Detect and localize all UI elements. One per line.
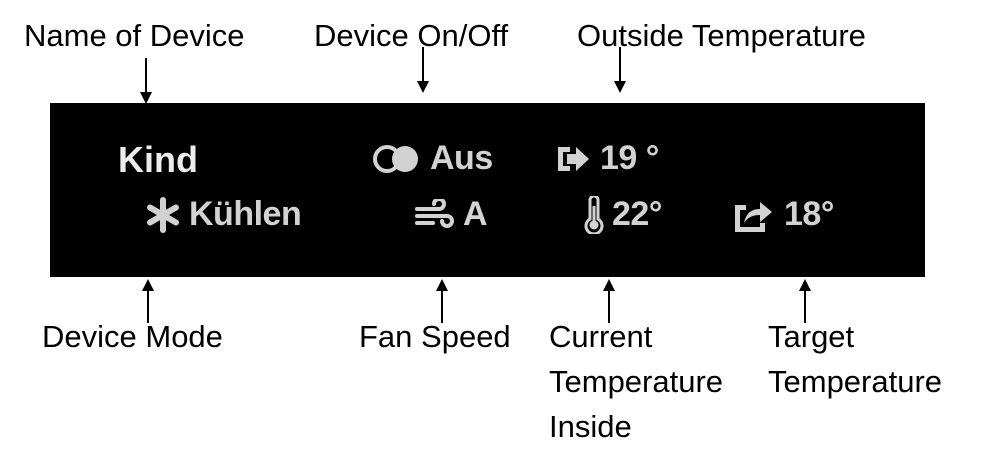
arrow-down-icon (417, 47, 429, 93)
device-card[interactable]: Kind Aus 19 ° (50, 103, 925, 277)
arrow-up-icon (436, 279, 448, 323)
annotation-fan-speed: Fan Speed (359, 319, 511, 354)
outside-temperature: 19 ° (554, 139, 659, 178)
annotation-current-temperature-line-1: Current (549, 319, 653, 354)
fan-wind-icon (415, 198, 455, 231)
thermometer-icon (584, 195, 604, 234)
power-toggle[interactable]: Aus (372, 139, 493, 178)
arrow-down-icon (140, 58, 152, 104)
arrow-up-icon (603, 279, 615, 323)
outside-temperature-text: 19 ° (600, 139, 659, 177)
annotation-name-of-device: Name of Device (24, 18, 245, 53)
annotation-current-temperature-line-2: Temperature (549, 364, 724, 399)
share-arrow-icon (732, 197, 776, 233)
snowflake-icon (145, 196, 181, 233)
annotation-target-temperature-line-1: Target (768, 319, 855, 354)
arrow-right-box-icon (554, 144, 592, 174)
annotation-device-on-off: Device On/Off (314, 18, 509, 53)
device-name-text: Kind (118, 139, 198, 180)
annotation-target-temperature-line-2: Temperature (768, 364, 943, 399)
inside-temperature: 22° (584, 195, 662, 234)
arrow-down-icon (614, 47, 626, 93)
device-name: Kind (118, 139, 198, 181)
arrow-up-icon (799, 279, 811, 323)
inside-temperature-text: 22° (612, 195, 662, 233)
toggle-icon (372, 144, 422, 174)
fan-speed[interactable]: A (415, 195, 488, 234)
device-mode[interactable]: Kühlen (145, 195, 302, 234)
annotation-device-mode: Device Mode (42, 319, 223, 354)
annotation-current-temperature-line-3: Inside (549, 409, 632, 444)
target-temperature-text: 18° (784, 195, 834, 233)
fan-speed-text: A (463, 195, 488, 233)
arrow-up-icon (142, 279, 154, 323)
annotation-outside-temperature: Outside Temperature (577, 18, 866, 53)
device-mode-text: Kühlen (189, 195, 302, 233)
target-temperature[interactable]: 18° (732, 195, 834, 234)
power-state-text: Aus (430, 139, 493, 177)
